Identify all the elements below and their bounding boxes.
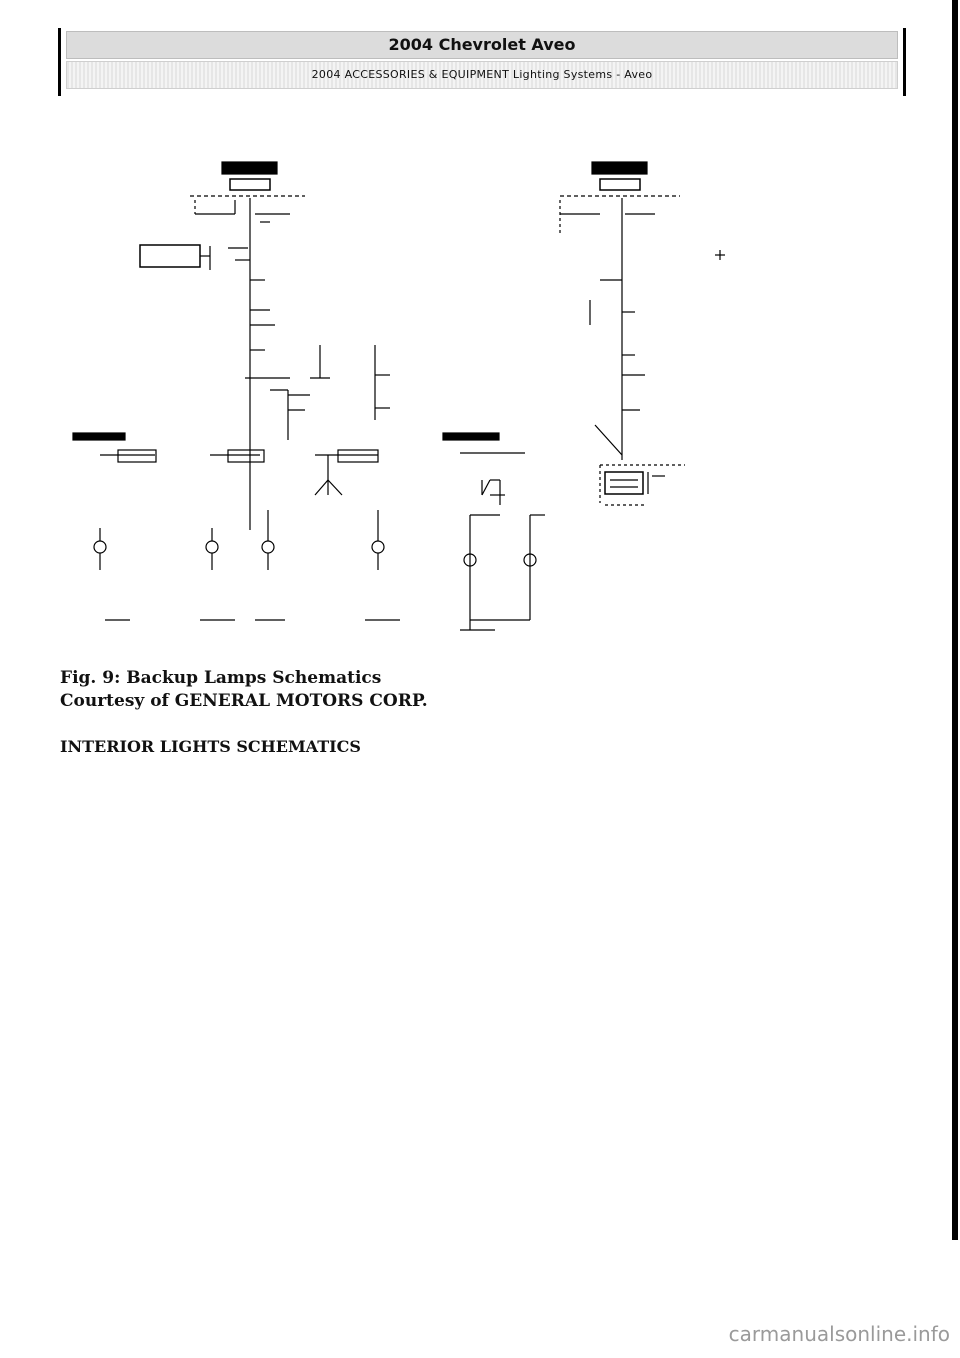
lamp-connectors: [72, 432, 525, 496]
document-subtitle: 2004 ACCESSORIES & EQUIPMENT Lighting Sy…: [66, 61, 898, 89]
watermark-text: carmanualsonline.info: [728, 1322, 950, 1346]
left-fuse-block: [139, 161, 390, 530]
section-heading: INTERIOR LIGHTS SCHEMATICS: [60, 737, 361, 756]
trailer-circuit: [460, 479, 545, 631]
right-fuse-block: [559, 161, 725, 506]
figure-credit: Courtesy of GENERAL MOTORS CORP.: [60, 691, 428, 711]
page-edge-rule: [952, 0, 958, 1240]
figure-caption: Fig. 9: Backup Lamps Schematics: [60, 668, 382, 688]
backup-lamps-schematic: [72, 161, 725, 631]
lamp-group: [93, 510, 400, 621]
document-title: 2004 Chevrolet Aveo: [66, 31, 898, 59]
page-header: 2004 Chevrolet Aveo 2004 ACCESSORIES & E…: [58, 28, 906, 96]
